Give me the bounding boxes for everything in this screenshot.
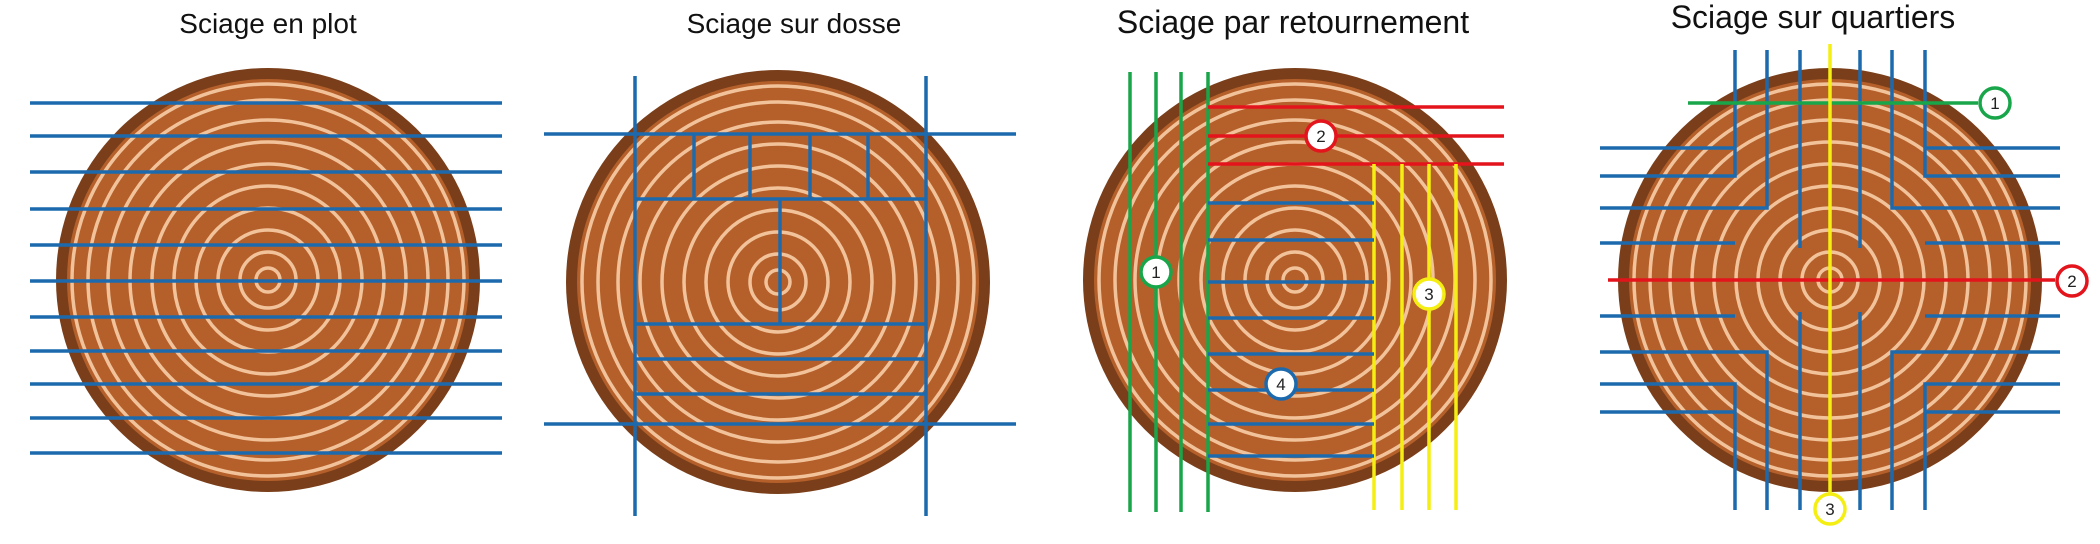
quarter-cut bbox=[1600, 50, 1737, 178]
svg-text:1: 1 bbox=[1990, 94, 1999, 113]
svg-text:2: 2 bbox=[2067, 272, 2076, 291]
growth-ring bbox=[704, 208, 852, 356]
growth-ring bbox=[580, 84, 976, 480]
heartwood bbox=[1094, 79, 1496, 481]
growth-ring bbox=[638, 142, 918, 422]
growth-ring bbox=[1113, 98, 1477, 462]
step-marker-2: 2 bbox=[1304, 119, 1338, 153]
svg-text:3: 3 bbox=[1424, 285, 1433, 304]
step-marker-4: 4 bbox=[1264, 367, 1298, 401]
growth-ring bbox=[1221, 206, 1369, 354]
title-sciage-sur-dosse: Sciage sur dosse bbox=[687, 8, 902, 39]
step-marker-1: 1 bbox=[1139, 255, 1173, 289]
growth-ring bbox=[616, 120, 940, 444]
growth-ring bbox=[1097, 82, 1493, 478]
title-sciage-en-plot: Sciage en plot bbox=[179, 8, 357, 39]
quarter-cut bbox=[1600, 382, 1737, 510]
title-sciage-par-retournement: Sciage par retournement bbox=[1117, 4, 1469, 40]
growth-ring bbox=[1281, 266, 1309, 294]
step-marker-2: 2 bbox=[2055, 264, 2089, 298]
step-marker-3: 3 bbox=[1813, 492, 1847, 526]
growth-ring bbox=[682, 186, 874, 378]
growth-ring bbox=[1243, 228, 1347, 332]
growth-ring bbox=[748, 252, 808, 312]
log-2 bbox=[566, 70, 990, 494]
title-sciage-sur-quartiers: Sciage sur quartiers bbox=[1671, 0, 1956, 35]
growth-ring bbox=[660, 164, 896, 400]
svg-text:3: 3 bbox=[1825, 500, 1834, 519]
quarter-cut bbox=[1923, 50, 2060, 178]
growth-ring bbox=[596, 100, 960, 464]
step-marker-3: 3 bbox=[1412, 277, 1446, 311]
quarter-cut bbox=[1890, 350, 2060, 510]
heartwood bbox=[577, 81, 979, 483]
svg-text:4: 4 bbox=[1276, 375, 1285, 394]
quarter-cut bbox=[1923, 382, 2060, 510]
growth-ring bbox=[1265, 250, 1325, 310]
growth-ring bbox=[1199, 184, 1391, 376]
svg-text:1: 1 bbox=[1151, 263, 1160, 282]
growth-ring bbox=[764, 268, 792, 296]
svg-text:2: 2 bbox=[1316, 127, 1325, 146]
growth-ring bbox=[726, 230, 830, 334]
quarter-cut bbox=[1600, 350, 1769, 510]
step-marker-1: 1 bbox=[1978, 86, 2012, 120]
